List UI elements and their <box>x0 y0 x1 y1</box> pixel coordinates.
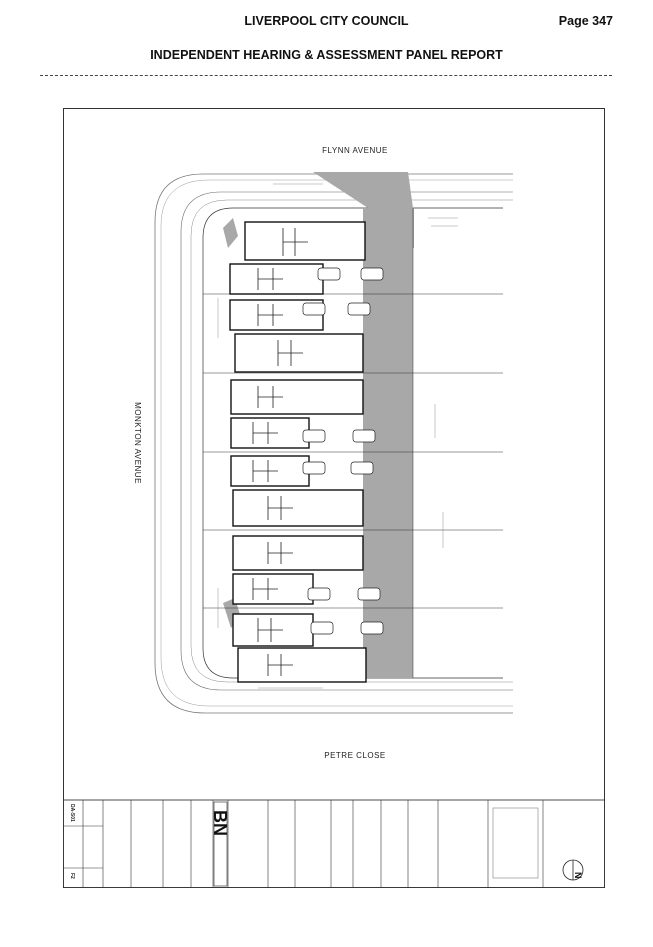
page-number: Page 347 <box>558 14 613 28</box>
street-label-top: FLYNN AVENUE <box>322 146 388 155</box>
cars <box>302 267 384 635</box>
drawing-number: DA-S01 <box>69 804 75 822</box>
shadow-area <box>223 172 414 678</box>
council-title: LIVERPOOL CITY COUNCIL <box>244 14 409 28</box>
road-kerb <box>154 173 513 714</box>
north-label: N <box>573 872 583 879</box>
annotation-marks <box>217 183 458 689</box>
footpath-line <box>180 191 513 691</box>
header-divider <box>40 75 612 76</box>
road-kerb <box>160 179 513 707</box>
interior-walls <box>252 228 308 676</box>
street-label-bottom: PETRE CLOSE <box>324 751 386 760</box>
revision-number: F2 <box>69 873 75 879</box>
firm-logo: BN <box>210 810 230 836</box>
firm-logo-box <box>213 801 228 887</box>
site-plan <box>154 172 513 714</box>
site-plan-drawing: FLYNN AVENUE PETRE CLOSE MONKTON AVENUE <box>63 108 605 888</box>
title-block: BN DA-S01 F2 N <box>63 799 605 888</box>
report-title: INDEPENDENT HEARING & ASSESSMENT PANEL R… <box>150 48 503 62</box>
boundary-line <box>202 207 503 679</box>
footpath-line <box>190 199 513 683</box>
street-label-left: MONKTON AVENUE <box>133 402 142 484</box>
